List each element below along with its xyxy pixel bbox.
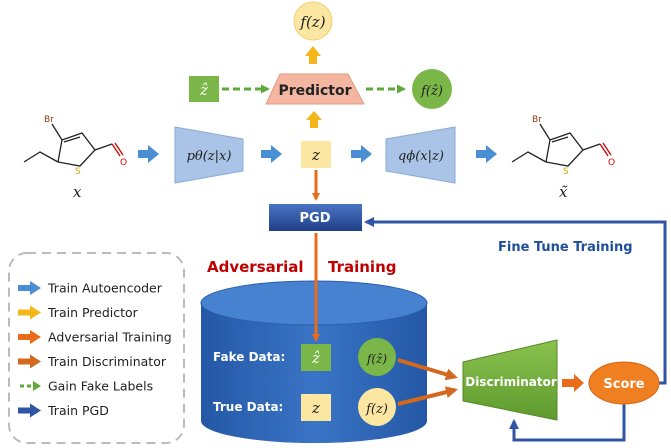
svg-text:PGD: PGD (300, 211, 331, 226)
f-z-top-node: f(z) (293, 1, 333, 41)
legend-arrow-icon (18, 403, 41, 418)
svg-text:z: z (311, 399, 320, 417)
z-hat-left-node: ẑ (189, 76, 219, 102)
output-molecule-br-label: Br (532, 115, 542, 125)
fine-tune-label: Fine Tune Training (498, 240, 633, 255)
discriminator-block: Discriminator (462, 339, 558, 421)
legend-item: Gain Fake Labels (20, 379, 153, 394)
svg-text:Predictor: Predictor (279, 83, 352, 99)
yellow-arrow-z-to-predictor (306, 111, 322, 128)
legend-item: Adversarial Training (18, 330, 172, 345)
svg-text:f(ẑ): f(ẑ) (420, 84, 443, 99)
legend-item-label: Train PGD (47, 403, 109, 418)
svg-text:ẑ: ẑ (311, 349, 320, 367)
legend-item: Train PGD (18, 403, 109, 418)
blue-arrow-decoder-to-xtilde (476, 145, 497, 163)
x-label: x (73, 183, 82, 201)
blue-arrow-encoder-to-z (261, 145, 282, 163)
legend-item-label: Train Autoencoder (47, 281, 163, 296)
fake-z-hat-node: ẑ (301, 344, 331, 371)
legend-arrow-icon (18, 330, 41, 344)
encoder-block: pθ(z|x) (174, 126, 244, 184)
navy-arrow-score-bottom-loop (509, 404, 626, 442)
svg-text:f(ẑ): f(ẑ) (366, 352, 387, 366)
legend-arrow-icon (18, 305, 41, 320)
orange-arrow-discriminator-to-score (562, 374, 584, 392)
z-center-node: z (301, 141, 331, 168)
input-molecule-br-label: Br (44, 115, 54, 125)
training-label: Training (328, 258, 396, 276)
legend-item: Train Autoencoder (18, 281, 163, 296)
adversarial-label: Adversarial (207, 258, 304, 276)
svg-text:Discriminator: Discriminator (465, 375, 557, 389)
score-node: Score (588, 361, 660, 405)
true-f-z-node: f(z) (358, 388, 396, 426)
fake-f-z-hat-node: f(ẑ) (358, 338, 396, 376)
svg-text:qϕ(x|z): qϕ(x|z) (398, 149, 444, 164)
input-molecule (23, 123, 124, 167)
legend-item-label: Adversarial Training (48, 330, 172, 345)
fake-data-label: Fake Data: (213, 350, 285, 364)
legend-item-label: Train Discriminator (47, 354, 167, 369)
brown-arrow-true-to-discriminator (397, 386, 458, 406)
svg-text:pθ(z|x): pθ(z|x) (187, 149, 232, 164)
legend-item: Train Predictor (18, 305, 139, 320)
legend-arrow-icon (18, 354, 41, 369)
input-molecule-s-label: S (75, 167, 81, 177)
legend-item-label: Train Predictor (47, 305, 139, 320)
true-z-node: z (301, 394, 331, 421)
svg-text:ẑ: ẑ (199, 81, 208, 99)
svg-text:z: z (311, 146, 320, 164)
f-z-hat-right-node: f(ẑ) (412, 69, 452, 109)
output-molecule (511, 123, 612, 167)
pgd-block: PGD (269, 204, 362, 231)
brown-arrow-fake-to-discriminator (397, 358, 458, 381)
x-tilde-label: x̃ (559, 183, 568, 201)
decoder-block: qϕ(x|z) (385, 126, 456, 184)
legend-arrow-icon (18, 281, 41, 295)
output-molecule-s-label: S (563, 167, 569, 177)
svg-text:f(z): f(z) (299, 13, 325, 31)
true-data-label: True Data: (213, 400, 283, 414)
blue-arrow-x-to-encoder (138, 145, 159, 163)
navy-arrow-fine-tune-loop (364, 217, 667, 385)
blue-arrow-z-to-decoder (351, 145, 372, 163)
input-molecule-o-label: O (120, 158, 127, 168)
svg-text:Score: Score (603, 377, 644, 392)
legend-arrowhead-icon (33, 381, 41, 391)
legend-item-label: Gain Fake Labels (48, 379, 153, 394)
predictor-block: Predictor (265, 73, 365, 105)
output-molecule-o-label: O (608, 158, 615, 168)
yellow-arrow-predictor-to-fz (305, 46, 321, 64)
svg-text:f(z): f(z) (365, 402, 388, 417)
legend-item: Train Discriminator (18, 354, 167, 369)
